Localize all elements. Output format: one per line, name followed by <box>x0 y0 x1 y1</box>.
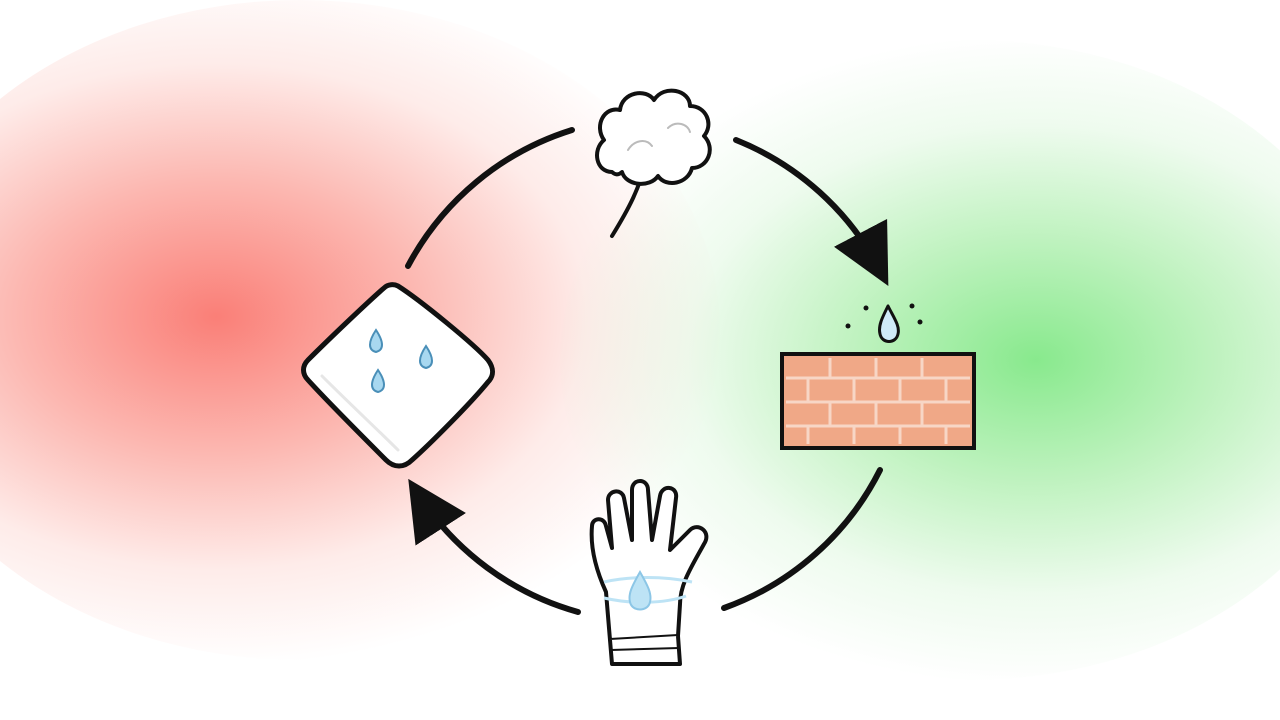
arc-glove-to-wet-pad <box>408 478 581 615</box>
arc-wet-pad-to-cotton <box>405 127 575 269</box>
glove-with-water-drop-icon <box>589 479 709 666</box>
arc-cotton-to-brick-wall <box>733 137 889 286</box>
cotton-boll-icon <box>595 88 712 238</box>
wet-pad-with-drops-icon <box>301 282 495 469</box>
brick-wall-with-water-drop-icon <box>780 303 976 450</box>
arc-brick-wall-to-glove <box>721 467 883 611</box>
